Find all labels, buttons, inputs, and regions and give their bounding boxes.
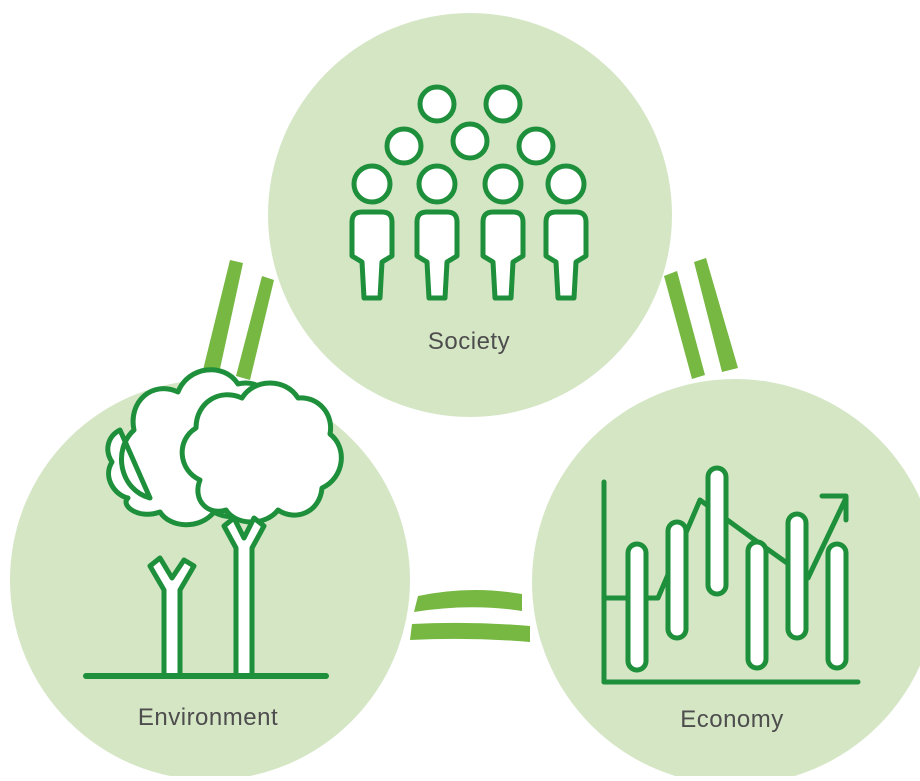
economy-label: Economy — [680, 706, 784, 733]
society-label: Society — [427, 328, 511, 355]
connector-environment-economy — [410, 589, 530, 642]
candle — [665, 519, 689, 641]
candle — [785, 511, 809, 641]
candle — [825, 541, 849, 671]
connector-bar — [694, 258, 738, 372]
connector-bar — [410, 622, 530, 642]
connector-society-environment — [202, 260, 274, 380]
environment-label: Environment — [137, 704, 279, 731]
trees-icon — [105, 367, 344, 679]
connector-bar — [414, 589, 522, 612]
candle — [625, 541, 649, 673]
connector-bar — [236, 276, 274, 380]
connector-bar — [664, 271, 705, 379]
people-group-icon — [349, 84, 589, 301]
trend-arrow-head — [819, 493, 849, 523]
candlestick-chart-icon — [601, 465, 861, 685]
society-circle — [268, 13, 672, 417]
candle — [705, 465, 729, 597]
connector-bar — [202, 260, 243, 378]
candle — [745, 539, 769, 671]
connector-society-economy — [664, 258, 738, 379]
